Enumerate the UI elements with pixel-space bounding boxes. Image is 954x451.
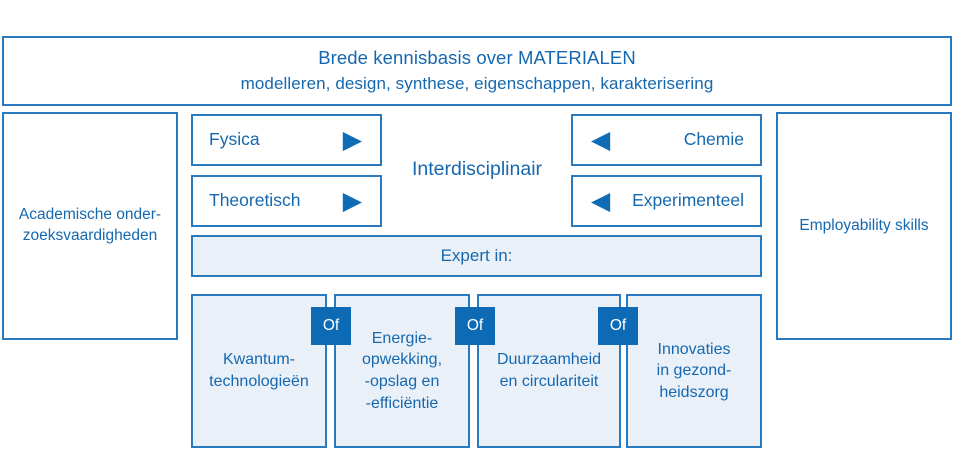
specialization-label: Energie- opwekking, -opslag en -efficiën…	[361, 329, 443, 412]
academic-research-skills-box: Academische onder- zoeksvaardigheden	[2, 112, 178, 340]
specialization-label: Kwantum- technologieën	[209, 351, 309, 390]
academic-research-skills-label: Academische onder- zoeksvaardigheden	[18, 206, 162, 244]
discipline-box-theoretisch: Theoretisch ▶	[191, 175, 382, 227]
specialization-card: Innovaties in gezond- heidszorg	[626, 294, 762, 448]
right-arrow-icon: ▶	[342, 186, 362, 215]
specialization-label: Innovaties in gezond- heidszorg	[656, 340, 732, 401]
or-connector-chip: Of	[311, 307, 351, 345]
discipline-box-chemie: ◀ Chemie	[571, 114, 762, 166]
or-connector-chip: Of	[598, 307, 638, 345]
specialization-card: Kwantum- technologieën	[191, 294, 327, 448]
discipline-box-experimenteel: ◀ Experimenteel	[571, 175, 762, 227]
or-connector-label: Of	[322, 317, 340, 334]
expert-in-label: Expert in:	[440, 245, 513, 265]
discipline-label-chemie: Chemie	[683, 129, 744, 150]
right-arrow-icon: ▶	[342, 125, 362, 154]
interdisciplinair-label: Interdisciplinair	[411, 158, 543, 180]
discipline-label-theoretisch: Theoretisch	[209, 190, 301, 211]
employability-skills-box: Employability skills	[776, 112, 952, 340]
or-connector-label: Of	[466, 317, 484, 334]
knowledge-base-banner: Brede kennisbasis over MATERIALEN modell…	[2, 36, 952, 106]
banner-title: Brede kennisbasis over MATERIALEN	[318, 47, 636, 69]
banner-subtitle: modelleren, design, synthese, eigenschap…	[240, 74, 714, 94]
expert-in-bar: Expert in:	[191, 235, 762, 277]
discipline-box-fysica: Fysica ▶	[191, 114, 382, 166]
employability-skills-label: Employability skills	[799, 216, 929, 234]
left-arrow-icon: ◀	[591, 125, 611, 154]
discipline-label-experimenteel: Experimenteel	[632, 190, 744, 211]
specialization-label: Duurzaamheid en circulariteit	[496, 351, 602, 390]
left-arrow-icon: ◀	[591, 186, 611, 215]
or-connector-label: Of	[609, 317, 627, 334]
or-connector-chip: Of	[455, 307, 495, 345]
specialization-card: Duurzaamheid en circulariteit	[477, 294, 621, 448]
specialization-card: Energie- opwekking, -opslag en -efficiën…	[334, 294, 470, 448]
discipline-label-fysica: Fysica	[209, 129, 260, 150]
